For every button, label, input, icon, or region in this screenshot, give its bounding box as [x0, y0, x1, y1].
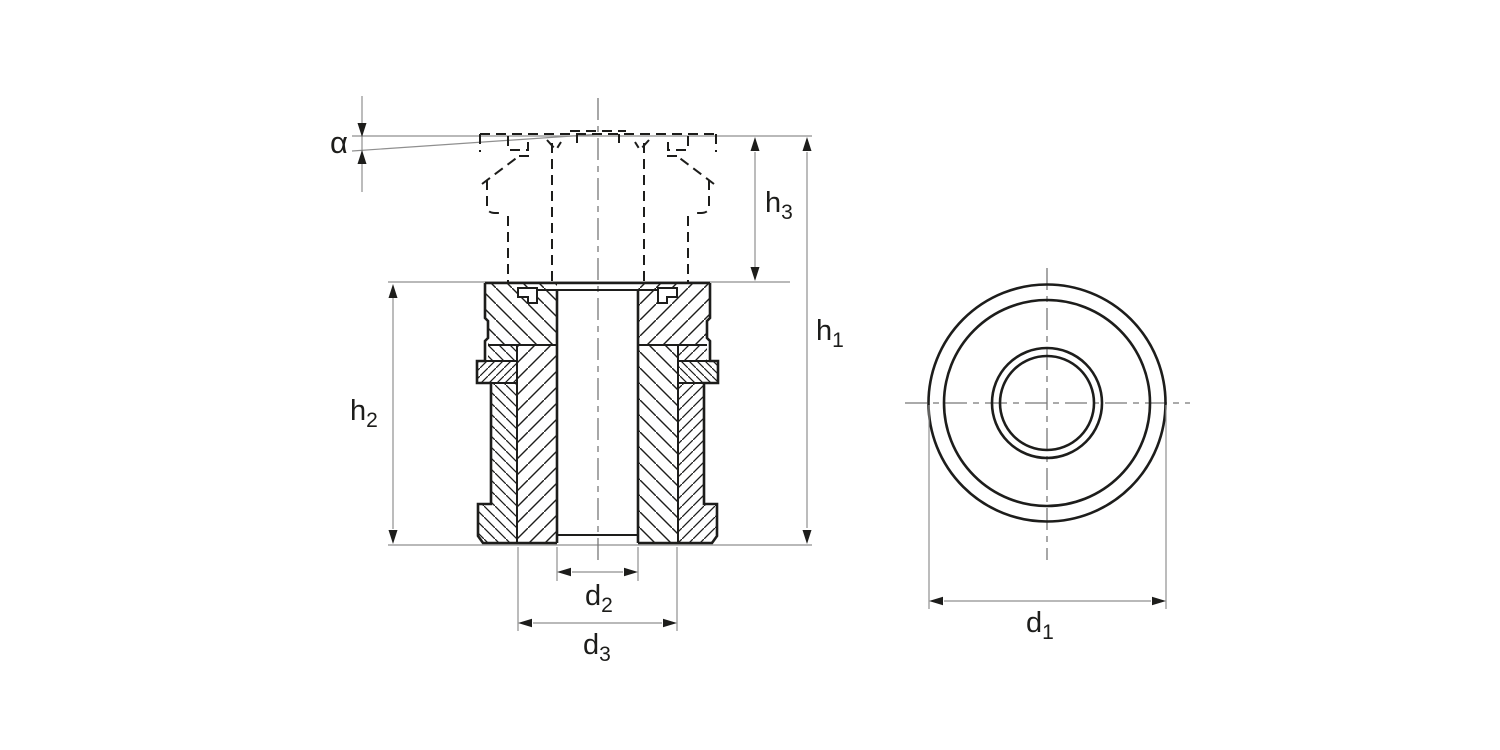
arrowhead	[388, 284, 398, 298]
arrowhead	[802, 137, 812, 151]
section-region-sleeve-right	[638, 345, 678, 543]
d2-label: d2	[585, 580, 613, 617]
front-view: α h3 h1 h2	[330, 96, 844, 666]
section-region-collar-right	[638, 283, 710, 345]
d1-label: d1	[1026, 607, 1054, 644]
arrowhead	[750, 267, 760, 281]
arrowhead	[663, 618, 677, 628]
h2-label: h2	[350, 395, 378, 432]
arrowhead	[388, 530, 398, 544]
arrowhead	[624, 567, 638, 577]
top-view: d1	[905, 268, 1190, 644]
section-region-sleeve-left	[517, 345, 557, 543]
section-region-wall-left	[478, 345, 517, 543]
plate-right-groove-mark	[634, 139, 650, 152]
arrowhead	[1152, 596, 1166, 606]
arrowhead	[750, 137, 760, 151]
body-right-profile	[638, 283, 720, 545]
dimension-d1: d1	[928, 405, 1167, 644]
top-slot-right	[657, 287, 678, 304]
plate-left-cone-edge	[481, 155, 534, 185]
dimension-alpha: α	[330, 96, 367, 192]
h3-label: h3	[765, 187, 793, 224]
bore-circle	[998, 354, 1096, 452]
extension-lines	[351, 133, 812, 546]
counterbore-circle	[990, 346, 1104, 460]
body-section	[475, 281, 720, 545]
ring-tab-right-hatch	[678, 361, 718, 383]
arrowhead	[557, 567, 571, 577]
dimension-d3: d3	[517, 547, 678, 666]
plate-left-wall	[486, 180, 503, 214]
d3-label: d3	[583, 629, 611, 666]
dimension-h1: h1	[802, 137, 844, 544]
plate-left-slot	[507, 136, 529, 151]
top-slot-left	[517, 287, 538, 304]
arrowhead	[802, 530, 812, 544]
arrowhead	[929, 596, 943, 606]
plate-left-groove-mark	[546, 139, 562, 152]
plate-right-cone-edge	[662, 155, 715, 185]
section-region-collar-left	[485, 283, 557, 345]
ring-tab-left-hatch	[477, 361, 517, 383]
phantom-top-part	[479, 130, 717, 283]
arrowhead	[357, 123, 367, 137]
section-region-wall-right	[678, 345, 717, 543]
body-left-profile	[475, 283, 557, 545]
plate-right-wall	[693, 180, 710, 214]
collar-circle	[942, 298, 1152, 508]
arrowhead	[357, 150, 367, 164]
arrowhead	[518, 618, 532, 628]
dimension-d2: d2	[556, 547, 639, 617]
alpha-label: α	[330, 125, 348, 160]
dimension-h2: h2	[350, 284, 398, 544]
tilt-angle-line	[351, 133, 602, 152]
plate-right-slot	[667, 136, 689, 151]
outer-diameter-circle	[927, 283, 1167, 523]
dimension-h3: h3	[750, 137, 793, 281]
h1-label: h1	[816, 315, 844, 352]
